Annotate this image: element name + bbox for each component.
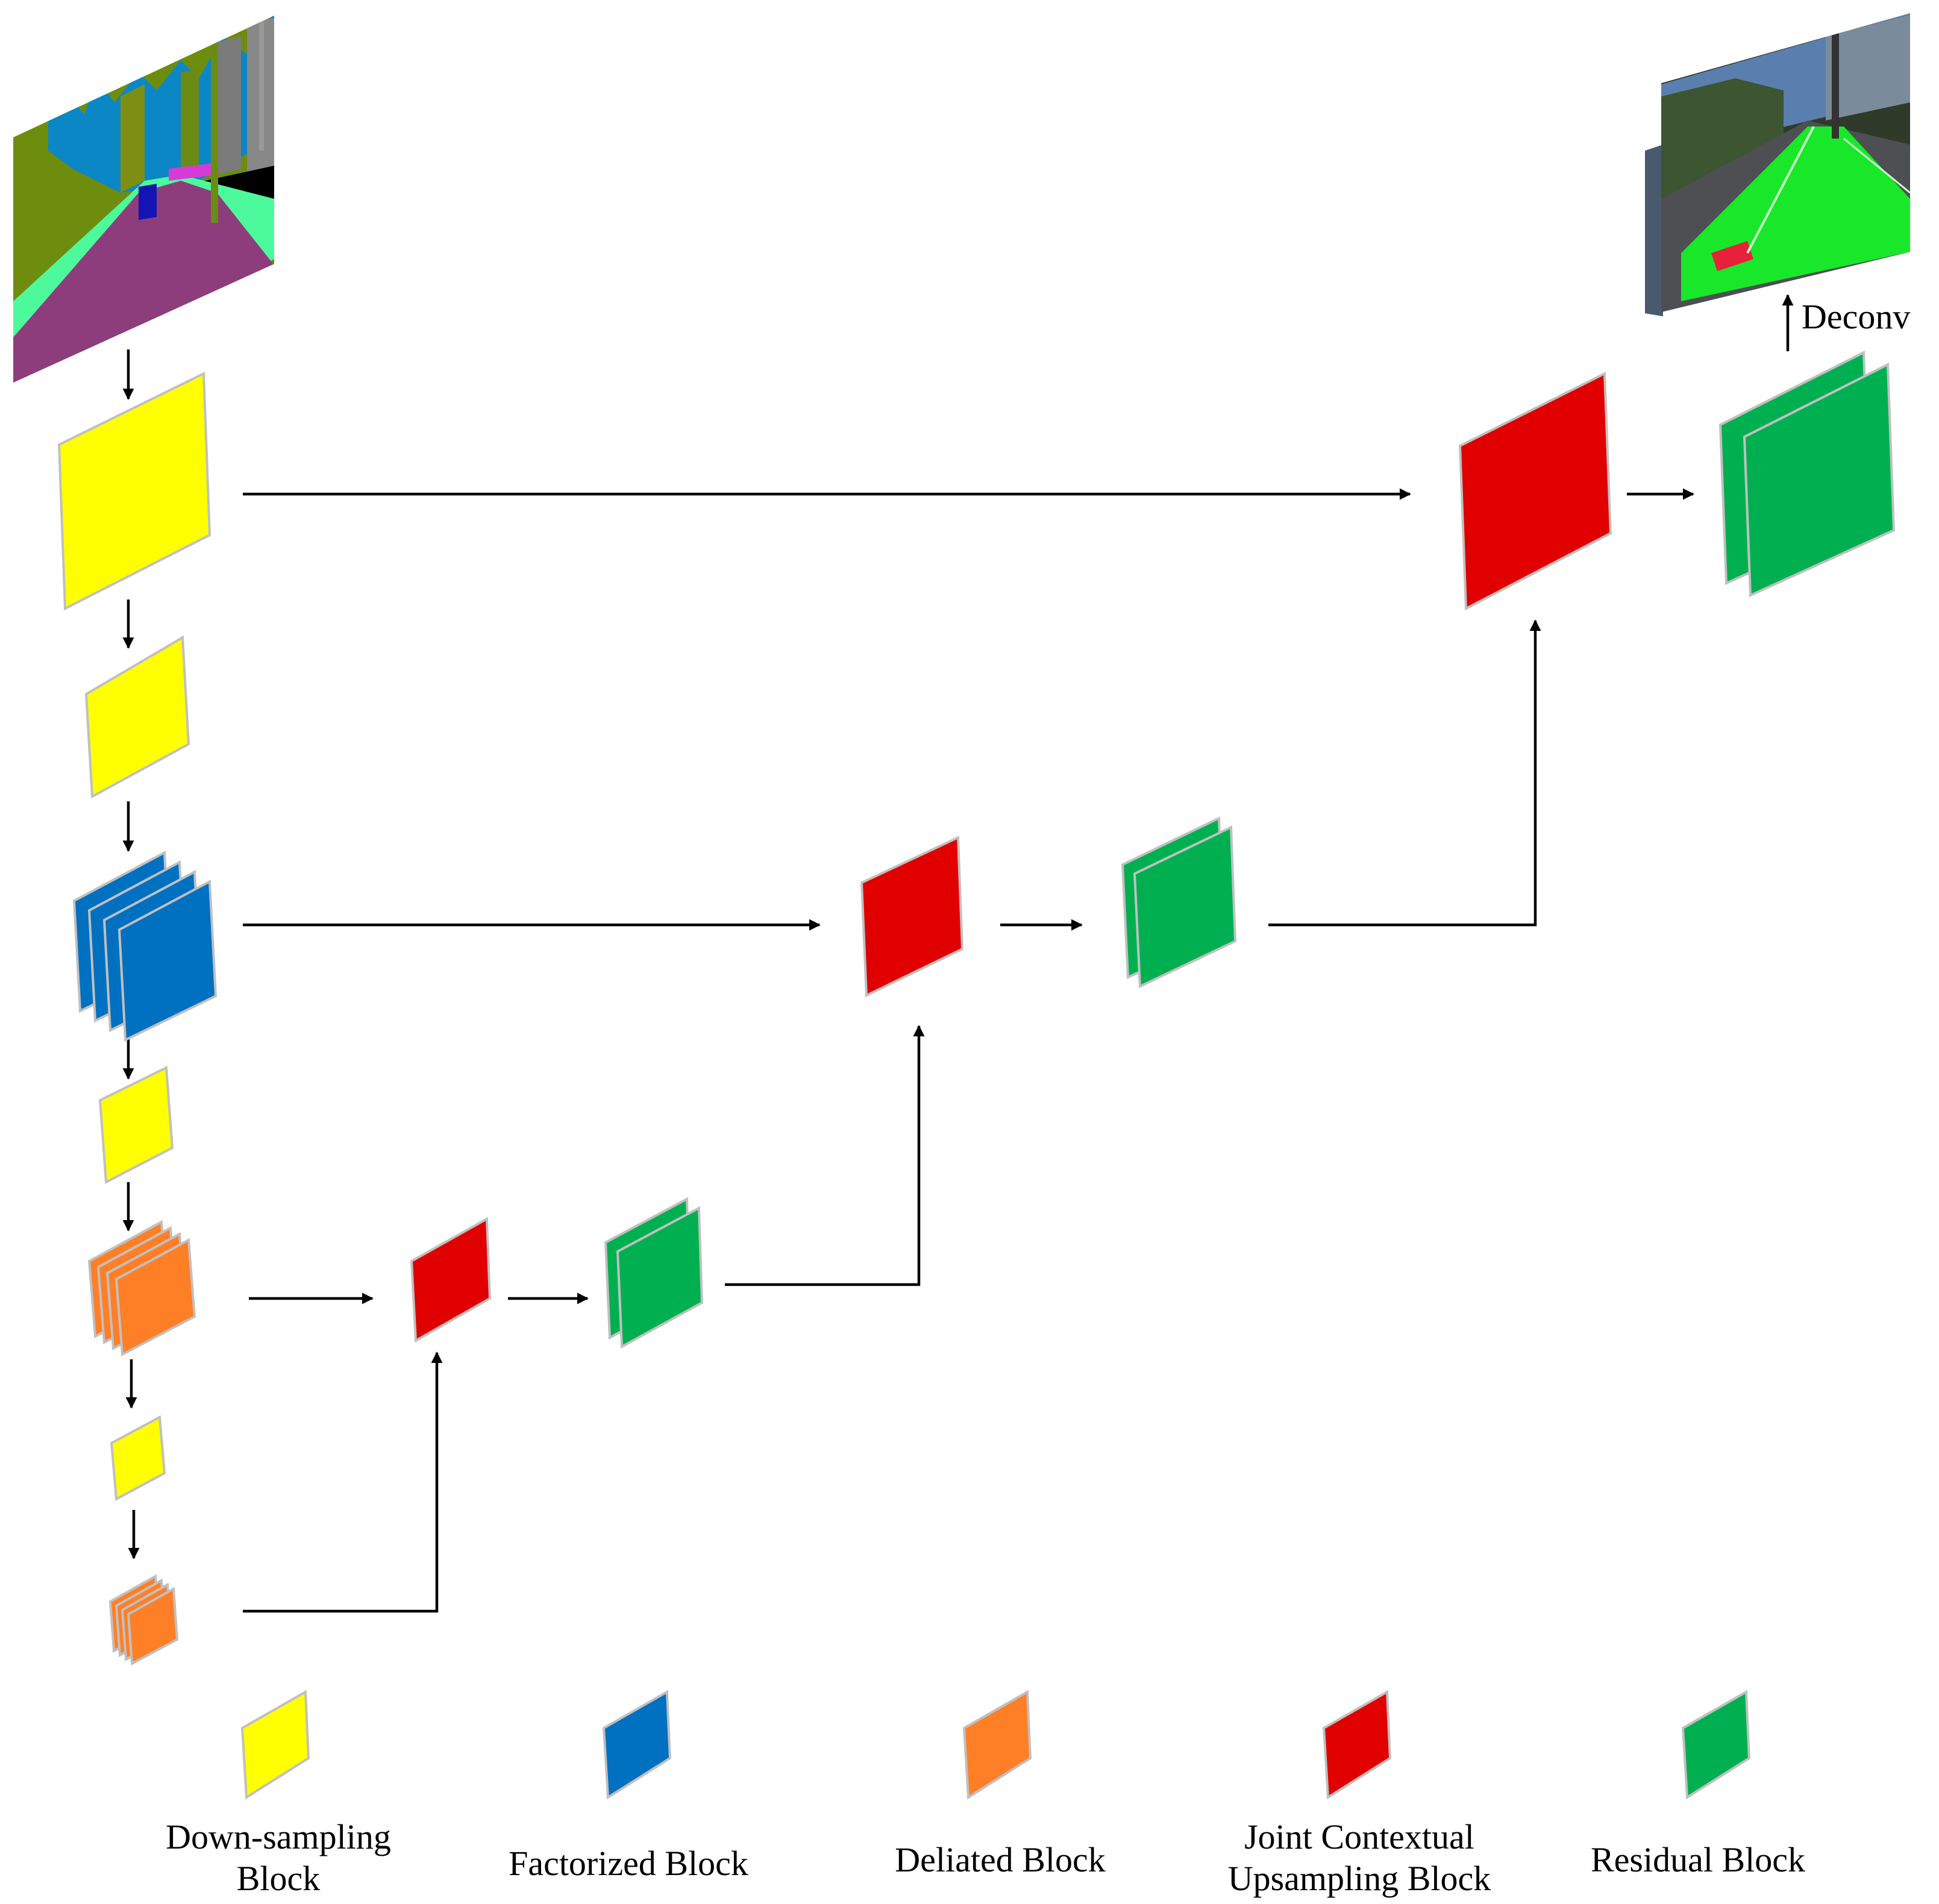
downsampling-block xyxy=(84,635,190,799)
legend-label-factorized: Factorized Block xyxy=(509,1844,748,1883)
legend-label-jcu-1: Joint Contextual xyxy=(1244,1817,1474,1856)
dilated-block xyxy=(127,1586,179,1666)
legend-labels: Down-sampling Block Factorized Block Del… xyxy=(166,1817,1805,1898)
downsampling-block xyxy=(110,1415,166,1502)
downsampling-block xyxy=(98,1065,174,1185)
encoder-blocks xyxy=(57,371,218,1666)
arrows xyxy=(122,294,1794,1613)
arrow-up-path xyxy=(243,1351,443,1613)
jcu-block xyxy=(1458,371,1612,611)
legend-swatch-jcu xyxy=(1322,1689,1392,1800)
legend-swatch-residual xyxy=(1681,1689,1751,1800)
jcu-block xyxy=(860,835,964,998)
legend-label-dilated: Deliated Block xyxy=(895,1840,1106,1879)
arrow-up-path xyxy=(1268,619,1541,927)
decoder-blocks xyxy=(410,350,1896,1349)
road-segmentation-overlay-image xyxy=(1645,13,1910,316)
legend-label-residual: Residual Block xyxy=(1591,1840,1805,1879)
legend-swatch-dilated xyxy=(962,1689,1032,1800)
legend xyxy=(240,1689,1751,1800)
legend-label-downsampling-2: Block xyxy=(237,1859,321,1898)
jcu-block xyxy=(410,1217,492,1343)
legend-swatch-downsampling xyxy=(240,1689,310,1800)
residual-block xyxy=(1743,362,1896,598)
legend-label-jcu-2: Upsampling Block xyxy=(1228,1859,1491,1898)
legend-swatch-factorized xyxy=(602,1689,672,1800)
legend-label-downsampling-1: Down-sampling xyxy=(166,1817,391,1856)
arrow-up-path xyxy=(725,1025,925,1286)
segmentation-map-image xyxy=(13,16,274,383)
factorized-block xyxy=(117,879,218,1042)
deconv-label: Deconv xyxy=(1802,297,1910,336)
residual-block xyxy=(616,1206,704,1349)
dilated-block xyxy=(114,1238,196,1357)
downsampling-block xyxy=(57,371,211,611)
residual-block xyxy=(1133,825,1237,989)
